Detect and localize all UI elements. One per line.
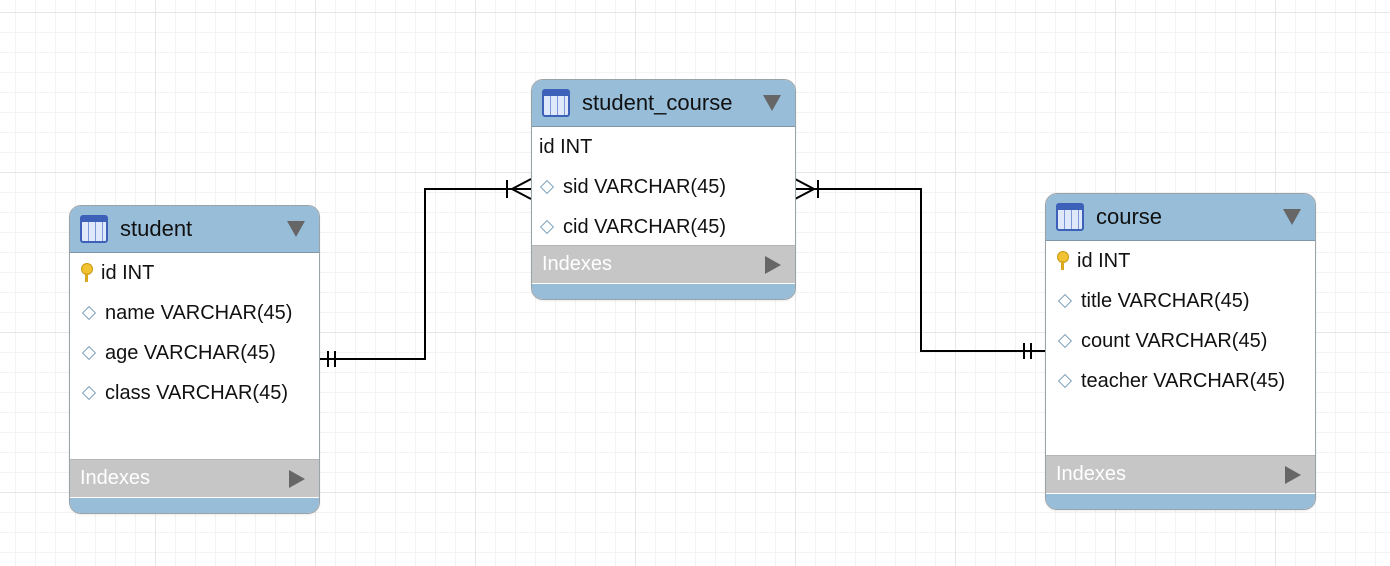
column-label: teacher VARCHAR(45): [1081, 369, 1286, 392]
column-row[interactable]: count VARCHAR(45): [1046, 321, 1315, 361]
collapse-arrow-icon[interactable]: [287, 221, 305, 237]
column-row[interactable]: id INT: [70, 253, 319, 293]
primary-key-icon: [80, 263, 93, 283]
indexes-label: Indexes: [1056, 463, 1127, 485]
column-diamond-icon: [81, 345, 97, 361]
collapse-arrow-icon[interactable]: [763, 95, 781, 111]
column-label: id INT: [539, 135, 593, 158]
column-diamond-icon: [1057, 373, 1073, 389]
column-label: sid VARCHAR(45): [563, 175, 726, 198]
table-student[interactable]: student id INT name VARCHAR(45) age VARC…: [69, 205, 320, 514]
column-row[interactable]: sid VARCHAR(45): [532, 167, 795, 207]
table-footer: [1046, 494, 1315, 509]
crowfoot-student-course-sid: [509, 178, 532, 200]
column-diamond-icon: [539, 219, 555, 235]
primary-key-icon: [1056, 251, 1069, 271]
table-title: course: [1096, 204, 1163, 229]
column-diamond-icon: [1057, 333, 1073, 349]
indexes-section[interactable]: Indexes: [70, 459, 319, 497]
indexes-section[interactable]: Indexes: [1046, 455, 1315, 493]
table-student-course[interactable]: student_course id INT sid VARCHAR(45) ci…: [531, 79, 796, 300]
column-row[interactable]: title VARCHAR(45): [1046, 281, 1315, 321]
crowfoot-student-course-cid: [794, 178, 817, 200]
column-label: age VARCHAR(45): [105, 341, 276, 364]
column-label: count VARCHAR(45): [1081, 329, 1268, 352]
column-label: id INT: [1077, 249, 1131, 272]
column-row[interactable]: class VARCHAR(45): [70, 373, 319, 413]
table-header[interactable]: course: [1046, 194, 1315, 241]
column-label: name VARCHAR(45): [105, 301, 293, 324]
column-row[interactable]: teacher VARCHAR(45): [1046, 361, 1315, 401]
table-icon: [80, 215, 108, 243]
table-title: student_course: [582, 90, 733, 115]
table-icon: [1056, 203, 1084, 231]
column-label: title VARCHAR(45): [1081, 289, 1250, 312]
column-row[interactable]: id INT: [1046, 241, 1315, 281]
column-row[interactable]: cid VARCHAR(45): [532, 207, 795, 247]
table-icon: [542, 89, 570, 117]
column-diamond-icon: [539, 179, 555, 195]
collapse-arrow-icon[interactable]: [1283, 209, 1301, 225]
indexes-section[interactable]: Indexes: [532, 245, 795, 283]
relationship-line-course-student-course: [795, 188, 1046, 352]
table-header[interactable]: student: [70, 206, 319, 253]
table-footer: [532, 284, 795, 299]
column-label: cid VARCHAR(45): [563, 215, 726, 238]
column-label: id INT: [101, 261, 155, 284]
column-row[interactable]: id INT: [532, 127, 795, 167]
table-footer: [70, 498, 319, 513]
expand-arrow-icon[interactable]: [289, 469, 305, 488]
column-row[interactable]: age VARCHAR(45): [70, 333, 319, 373]
indexes-label: Indexes: [80, 467, 151, 489]
expand-arrow-icon[interactable]: [765, 255, 781, 274]
column-label: class VARCHAR(45): [105, 381, 288, 404]
table-header[interactable]: student_course: [532, 80, 795, 127]
table-course[interactable]: course id INT title VARCHAR(45) count VA…: [1045, 193, 1316, 510]
relationship-line-student-student-course: [320, 188, 531, 360]
expand-arrow-icon[interactable]: [1285, 465, 1301, 484]
column-diamond-icon: [81, 305, 97, 321]
column-diamond-icon: [1057, 293, 1073, 309]
column-row[interactable]: name VARCHAR(45): [70, 293, 319, 333]
column-diamond-icon: [81, 385, 97, 401]
table-title: student: [120, 216, 193, 241]
indexes-label: Indexes: [542, 253, 613, 275]
